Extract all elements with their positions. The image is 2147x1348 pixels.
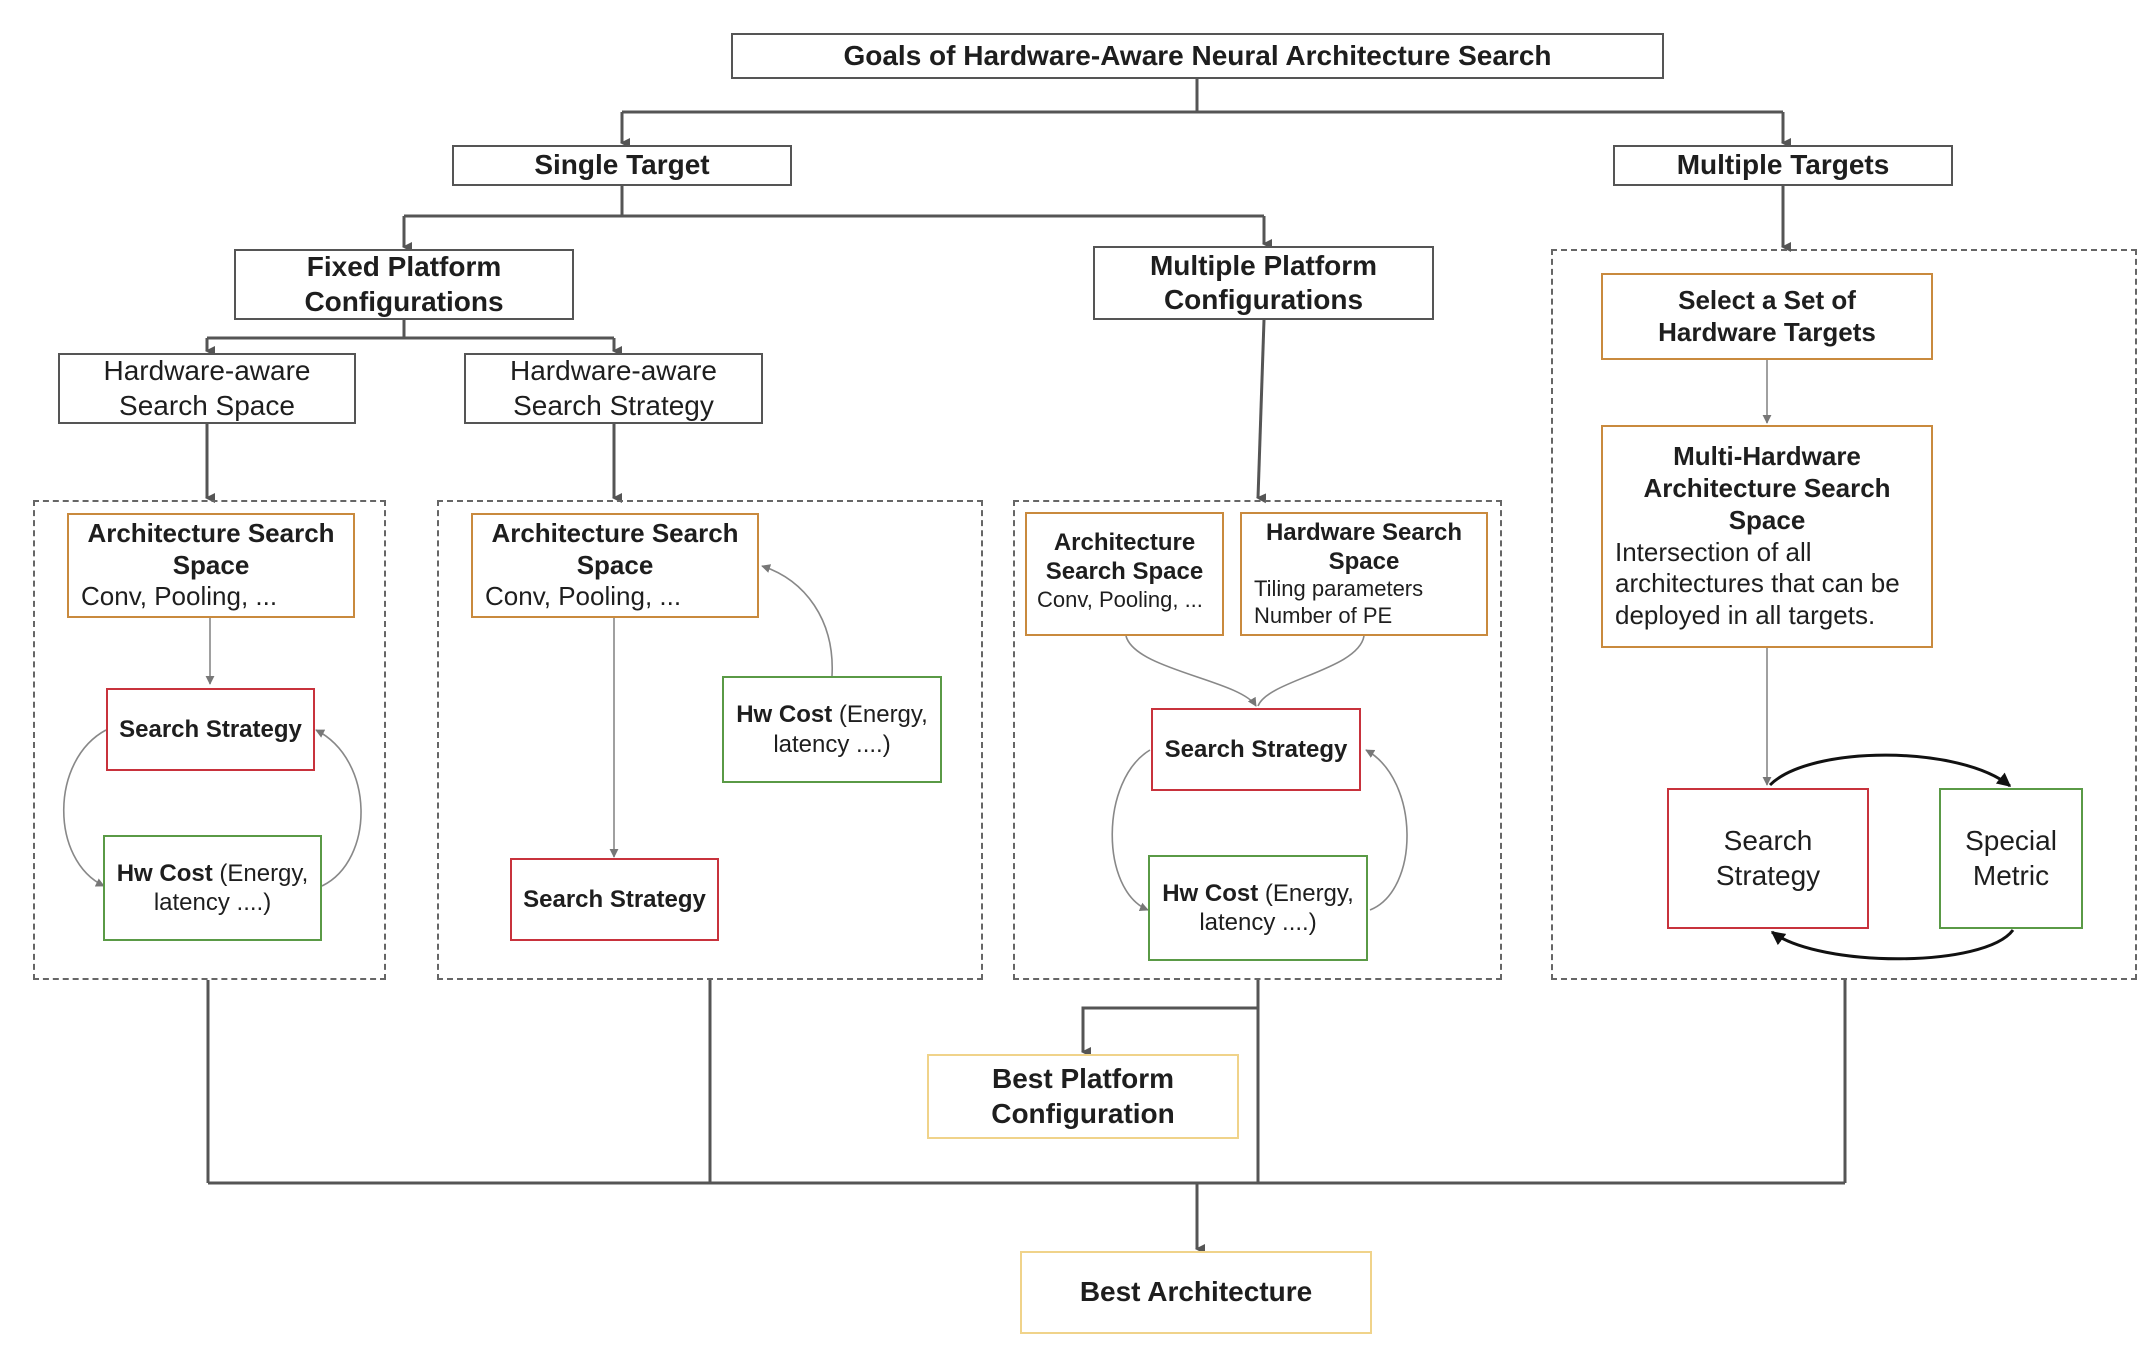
p1-arch-detail: Conv, Pooling, ...	[81, 581, 278, 612]
multiple-targets-label: Multiple Targets	[1676, 149, 1890, 181]
p3-hw-cost-box: Hw Cost (Energy, latency ....)	[1148, 855, 1368, 961]
p3-search-strategy-label: Search Strategy	[1164, 735, 1348, 763]
p3-hw-line2: Space	[1328, 548, 1400, 576]
p2-hw-cost-rest2: latency ....)	[773, 730, 891, 758]
p1-search-strategy-box: Search Strategy	[106, 688, 315, 771]
p2-hw-cost-box: Hw Cost (Energy, latency ....)	[722, 676, 942, 783]
p3-hw-cost-rest1: (Energy,	[1258, 879, 1354, 907]
panel-hw-search-space	[33, 500, 386, 980]
best-architecture-box: Best Architecture	[1020, 1251, 1372, 1334]
p4-strategy-line1: Search	[1723, 825, 1813, 857]
edge-root-split	[622, 79, 1783, 114]
single-target-box: Single Target	[452, 145, 792, 186]
p4-select-line2: Hardware Targets	[1658, 316, 1876, 347]
hw-aware-search-space-line2: Search Space	[119, 389, 295, 421]
p4-multi-line1: Multi-Hardware	[1673, 441, 1861, 472]
p4-special-metric-box: Special Metric	[1939, 788, 2083, 929]
p4-multi-detail2: architectures that can be	[1615, 568, 1900, 599]
fixed-platform-line1: Fixed Platform	[306, 251, 502, 283]
p4-metric-line1: Special	[1965, 825, 2057, 857]
p1-search-strategy-label: Search Strategy	[119, 715, 302, 743]
p4-multi-detail1: Intersection of all	[1615, 536, 1812, 567]
hw-aware-search-strategy-line1: Hardware-aware	[510, 355, 717, 387]
edge-single-split	[404, 186, 1264, 218]
p4-multi-line3: Space	[1728, 504, 1806, 535]
p3-search-strategy-box: Search Strategy	[1151, 708, 1361, 791]
best-architecture-label: Best Architecture	[1079, 1276, 1313, 1308]
p3-hw-cost-bold: Hw Cost	[1162, 879, 1259, 907]
root-goals-box: Goals of Hardware-Aware Neural Architect…	[731, 33, 1664, 79]
fixed-platform-box: Fixed Platform Configurations	[234, 249, 574, 320]
p4-select-targets-box: Select a Set of Hardware Targets	[1601, 273, 1933, 360]
edge-p4-metric-strategy	[1770, 929, 2015, 961]
hw-aware-search-strategy-line2: Search Strategy	[513, 389, 714, 421]
p1-hw-cost-box: Hw Cost (Energy, latency ....)	[103, 835, 322, 941]
p1-arch-line1: Architecture Search	[87, 517, 335, 548]
p2-search-strategy-box: Search Strategy	[510, 858, 719, 941]
edge-p3-strategy-hwcost	[1111, 749, 1151, 912]
best-platform-line1: Best Platform	[991, 1063, 1175, 1095]
edge-multiplatform-panel	[1256, 319, 1267, 504]
hw-aware-search-strategy-box: Hardware-aware Search Strategy	[464, 353, 763, 424]
edge-p3-arch-strategy	[1125, 635, 1257, 707]
p2-arch-detail: Conv, Pooling, ...	[485, 581, 682, 612]
p1-hw-cost-bold: Hw Cost	[116, 859, 213, 887]
root-goals-label: Goals of Hardware-Aware Neural Architect…	[843, 39, 1552, 71]
p4-multi-detail3: deployed in all targets.	[1615, 599, 1876, 630]
edge-p4-strategy-metric	[1768, 753, 2012, 788]
p4-multi-hw-search-space-box: Multi-Hardware Architecture Search Space…	[1601, 425, 1933, 648]
p2-hw-cost-bold: Hw Cost	[736, 701, 833, 729]
p3-arch-line2: Search Space	[1045, 558, 1204, 586]
p3-hw-line1: Hardware Search	[1265, 518, 1463, 546]
edge-p3-hwcost-strategy	[1365, 749, 1408, 911]
panel-multi-platform	[1013, 500, 1502, 980]
p2-arch-line1: Architecture Search	[491, 517, 739, 548]
edge-p2-hwcost-arch	[761, 564, 833, 677]
p3-hw-detail2: Number of PE	[1254, 603, 1393, 629]
p1-hw-cost-rest1: (Energy,	[212, 859, 309, 887]
p4-metric-line2: Metric	[1972, 859, 2050, 891]
edge-p1-strategy-hwcost	[63, 729, 107, 887]
best-platform-line2: Configuration	[991, 1097, 1175, 1129]
multiple-platform-line2: Configurations	[1163, 284, 1364, 315]
edge-fixed-split	[207, 320, 614, 340]
p1-arch-search-space-box: Architecture Search Space Conv, Pooling,…	[67, 513, 355, 618]
edge-p1-hwcost-strategy	[315, 729, 362, 887]
multiple-platform-line1: Multiple Platform	[1149, 249, 1378, 281]
edge-panel3-bestplatform	[1081, 1006, 1258, 1057]
panel-multi-target	[1551, 249, 2137, 980]
p3-arch-detail: Conv, Pooling, ...	[1037, 586, 1203, 612]
p4-multi-line2: Architecture Search	[1643, 473, 1891, 504]
p2-search-strategy-label: Search Strategy	[523, 885, 706, 913]
p2-hw-cost-rest1: (Energy,	[832, 701, 928, 729]
p4-select-line1: Select a Set of	[1678, 284, 1856, 315]
edge-p3-hw-strategy	[1257, 635, 1365, 707]
p3-hw-cost-rest2: latency ....)	[1199, 909, 1317, 936]
fixed-platform-line2: Configurations	[304, 285, 504, 317]
multiple-platform-box: Multiple Platform Configurations	[1093, 246, 1434, 320]
p3-arch-search-space-box: Architecture Search Space Conv, Pooling,…	[1025, 512, 1224, 636]
best-platform-configuration-box: Best Platform Configuration	[927, 1054, 1239, 1139]
panel-hw-search-strategy	[437, 500, 983, 980]
p3-hw-detail1: Tiling parameters	[1254, 576, 1424, 602]
p3-hw-search-space-box: Hardware Search Space Tiling parameters …	[1240, 512, 1488, 636]
p2-arch-line2: Space	[576, 549, 654, 580]
p3-arch-line1: Architecture	[1053, 529, 1196, 556]
hw-aware-search-space-line1: Hardware-aware	[103, 355, 311, 387]
single-target-label: Single Target	[534, 149, 710, 181]
p1-arch-line2: Space	[172, 549, 250, 580]
p2-arch-search-space-box: Architecture Search Space Conv, Pooling,…	[471, 513, 759, 618]
hw-aware-search-space-box: Hardware-aware Search Space	[58, 353, 356, 424]
multiple-targets-box: Multiple Targets	[1613, 145, 1953, 186]
p4-search-strategy-box: Search Strategy	[1667, 788, 1869, 929]
p4-strategy-line2: Strategy	[1715, 859, 1821, 891]
p1-hw-cost-rest2: latency ....)	[153, 889, 272, 916]
